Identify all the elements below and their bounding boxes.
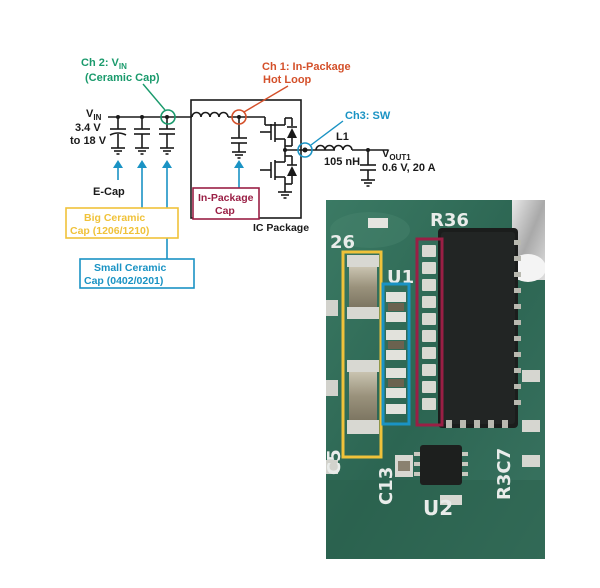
pcb-photo: R36 26 U1 C5 C13 U2 R3C7 [324,200,545,559]
big-ceramic-arrow [137,160,147,208]
l1-name: L1 [336,131,349,143]
pcb-label-26: 26 [330,232,355,253]
e-cap-symbol [109,117,127,155]
output-inductor-l1 [315,144,353,151]
input-inductor [191,111,229,118]
ch2-probe-circle [160,109,176,125]
ecap-label: E-Cap [93,186,125,198]
low-side-mosfet [260,150,297,199]
ic-package-label: IC Package [253,222,309,234]
highlight-small-ceramic [381,282,411,426]
ch3-label: Ch3: SW [345,110,391,122]
in-package-label-1: In-Package [198,192,254,204]
ch1-leader [243,85,289,113]
big-ceramic-label-2: Cap (1206/1210) [70,225,149,237]
pcb-label-r3c7: R3C7 [494,448,515,500]
ch3-probe-circle [297,142,313,158]
in-package-cap-symbol [231,117,247,159]
in-package-label-2: Cap [215,205,235,217]
big-ceramic-cap-symbol [134,117,150,155]
pcb-label-c13: C13 [376,467,397,505]
in-package-box [192,187,260,220]
l1-value: 105 nH [324,156,360,168]
ecap-arrow [113,160,123,180]
output-cap-symbol [360,150,376,187]
vout-value: 0.6 V, 20 A [382,162,436,174]
highlight-big-ceramic [341,250,383,459]
big-ceramic-box [65,207,179,239]
ic-chip-u2 [420,445,462,485]
ch2-leader [142,83,166,111]
small-ceramic-box [79,258,195,289]
small-ceramic-caps [386,292,406,414]
pcb-label-c5: C5 [324,449,345,475]
vin-range-2: to 18 V [70,135,107,147]
small-ceramic-label-2: Cap (0402/0201) [84,275,163,287]
ch3-leader [310,120,344,146]
ch2-label-line2: (Ceramic Cap) [85,72,160,84]
pcb-label-u2: U2 [423,496,453,520]
ch2-label: Ch 2: VIN [81,57,127,71]
ch1-probe-circle [231,109,247,125]
ch1-label: Ch 1: In-Package [262,61,351,73]
small-ceramic-label-1: Small Ceramic [94,262,167,274]
big-ceramic-caps [347,255,379,434]
ch1-label-line2: Hot Loop [263,74,312,86]
highlight-in-package [415,237,444,427]
vout-label: VOUT1 [382,148,411,162]
schematic [108,99,388,219]
in-package-arrow [234,160,244,188]
vin-range-1: 3.4 V [75,122,101,134]
high-side-mosfet [260,117,297,150]
big-ceramic-label-1: Big Ceramic [84,212,145,224]
vin-label: VIN [86,108,102,122]
pcb-label-r36: R36 [430,210,469,231]
